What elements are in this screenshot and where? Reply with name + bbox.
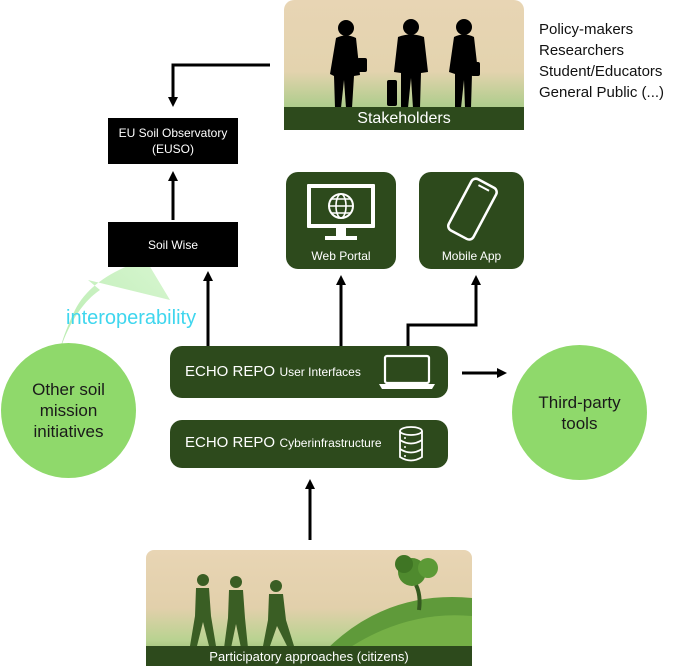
third-party-circle: Third-party tools (512, 345, 647, 480)
soil-wise-label: Soil Wise (147, 237, 198, 252)
other-soil-line2: mission (39, 401, 98, 420)
monitor-globe-icon (307, 184, 375, 240)
other-soil-circle: Other soil mission initiatives (1, 343, 136, 478)
audience-list: Policy-makers Researchers Student/Educat… (539, 19, 681, 103)
web-portal-box: Web Portal (286, 172, 396, 269)
arrow-stakeholders-to-euso (168, 63, 270, 107)
euso-line1: EU Soil Observatory (118, 126, 228, 140)
echo-ui-box: ECHO REPO User Interfaces (170, 346, 448, 398)
other-soil-line1: Other soil (32, 380, 105, 399)
citizens-walking-illustration (190, 555, 472, 650)
stakeholders-label: Stakeholders (357, 109, 451, 127)
echo-cyber-text: ECHO REPO Cyberinfrastructure (185, 434, 382, 452)
third-party-line1: Third-party (538, 392, 621, 412)
soil-wise-box: Soil Wise (108, 222, 238, 267)
database-icon (399, 426, 423, 462)
participatory-bar: Participatory approaches (citizens) (146, 646, 472, 666)
participatory-label: Participatory approaches (citizens) (209, 648, 409, 664)
mobile-app-box: Mobile App (419, 172, 524, 269)
smartphone-icon (447, 177, 498, 241)
interoperability-label: interoperability (66, 307, 197, 329)
echo-ui-text: ECHO REPO User Interfaces (185, 363, 361, 381)
laptop-icon (379, 354, 435, 389)
audience-item: Policy-makers (539, 21, 634, 38)
euso-line2: (EUSO) (152, 142, 194, 156)
arrow-echo-to-mobileapp (406, 275, 481, 346)
stakeholders-bar: Stakeholders (284, 107, 524, 130)
mobile-app-label: Mobile App (441, 249, 502, 263)
euso-box: EU Soil Observatory (EUSO) (108, 118, 238, 164)
echo-ui-title: ECHO REPO (185, 363, 276, 380)
echo-ui-subtitle: User Interfaces (279, 365, 361, 379)
web-portal-label: Web Portal (311, 249, 371, 263)
people-silhouette-icon (330, 19, 480, 108)
third-party-line2: tools (561, 413, 598, 433)
audience-item: Researchers (539, 42, 625, 59)
echo-cyber-title: ECHO REPO (185, 434, 276, 451)
audience-item: Student/Educators (539, 63, 663, 80)
echo-cyber-subtitle: Cyberinfrastructure (279, 436, 382, 450)
other-soil-line3: initiatives (33, 422, 104, 441)
echo-cyber-box: ECHO REPO Cyberinfrastructure (170, 420, 448, 468)
audience-item: General Public (...) (539, 84, 665, 101)
interoperability-arrow (60, 250, 170, 350)
